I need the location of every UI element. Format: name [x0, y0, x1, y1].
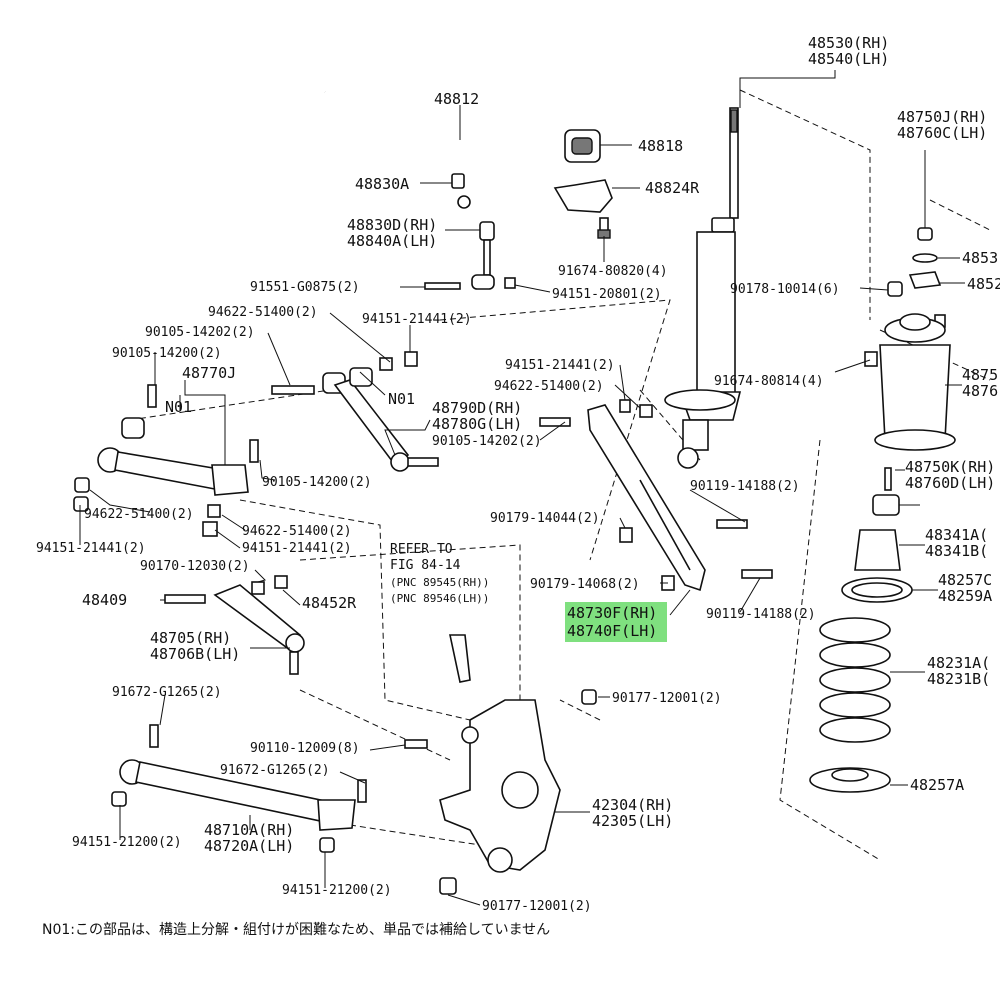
arm-48790d: [271, 351, 439, 472]
label-bolt-94151-20801[interactable]: 94151-20801(2): [552, 287, 662, 302]
label-strut-rh[interactable]: 48530(RH): [808, 34, 889, 52]
label-refer-4[interactable]: (PNC 89546(LH)): [390, 592, 489, 605]
part-labels: 48530(RH) 48540(LH) 48812 48818 48824R 4…: [36, 34, 1000, 914]
dashed-guide-lines: [129, 89, 991, 861]
lower-arm-48730f: [539, 399, 773, 592]
label-link-lh[interactable]: 48840A(LH): [347, 232, 437, 250]
label-stab-bolt[interactable]: 48830A: [355, 175, 409, 193]
label-nut-90177-b[interactable]: 90177-12001(2): [482, 899, 592, 914]
label-arm-48730f[interactable]: 48730F(RH): [567, 604, 657, 622]
label-bolt-90105-14200-a[interactable]: 90105-14200(2): [112, 346, 222, 361]
label-stabilizer-bar[interactable]: 48812: [434, 90, 479, 108]
label-arm-48720a[interactable]: 48720A(LH): [204, 837, 294, 855]
label-bolt-94622-51400-d[interactable]: 94622-51400(2): [242, 524, 352, 539]
label-part-48257c[interactable]: 48257C: [938, 571, 992, 589]
stabilizer-bracket: [553, 179, 613, 213]
label-link-rh[interactable]: 48830D(RH): [347, 216, 437, 234]
shock-absorber: [664, 107, 742, 469]
arm-48705: [164, 575, 305, 675]
label-bolt-90119-14188-a[interactable]: 90119-14188(2): [690, 479, 800, 494]
stabilizer-bushing: [564, 129, 601, 163]
label-arm-48705-rh[interactable]: 48705(RH): [150, 629, 231, 647]
leader-lines: [79, 70, 965, 906]
label-bolt-91674-80820[interactable]: 91674-80820(4): [558, 264, 668, 279]
stabilizer-nut: [451, 173, 465, 189]
label-bolt-94622-51400-c[interactable]: 94622-51400(2): [84, 507, 194, 522]
label-bolt-90119-14188-b[interactable]: 90119-14188(2): [706, 607, 816, 622]
label-bolt-90179-14068[interactable]: 90179-14068(2): [530, 577, 640, 592]
label-part-48409[interactable]: 48409: [82, 591, 127, 609]
label-nut-94151-21200-a[interactable]: 94151-21200(2): [72, 835, 182, 850]
spring-assembly: [809, 529, 913, 793]
label-nut-94151-21441-a[interactable]: 94151-21441(2): [362, 312, 472, 327]
label-part-4875[interactable]: 4875: [962, 366, 998, 384]
footnote-n01: N01:この部品は、構造上分解・組付けが困難なため、単品では補給していません: [42, 922, 550, 938]
label-bolt-90105-14202-b[interactable]: 90105-14202(2): [432, 434, 542, 449]
label-carrier-rh[interactable]: 42304(RH): [592, 796, 673, 814]
label-arm-48710a[interactable]: 48710A(RH): [204, 821, 294, 839]
axle-carrier: [404, 634, 597, 895]
bracket-bolt: [597, 217, 611, 239]
stabilizer-bar: [323, 90, 518, 209]
label-part-48760c[interactable]: 48760C(LH): [897, 124, 987, 142]
label-carrier-lh[interactable]: 42305(LH): [592, 812, 673, 830]
label-arm-48780g[interactable]: 48780G(LH): [432, 415, 522, 433]
label-bolt-91674-80814[interactable]: 91674-80814(4): [714, 374, 824, 389]
label-arm-48706b-lh[interactable]: 48706B(LH): [150, 645, 240, 663]
label-part-48259a[interactable]: 48259A: [938, 587, 992, 605]
label-spring-48231a[interactable]: 48231A(: [927, 654, 990, 672]
label-part-4876[interactable]: 4876: [962, 382, 998, 400]
label-nut-90177-a[interactable]: 90177-12001(2): [612, 691, 722, 706]
label-nut-94151-21441-c[interactable]: 94151-21441(2): [36, 541, 146, 556]
label-bolt-90110-12009[interactable]: 90110-12009(8): [250, 741, 360, 756]
label-part-4853[interactable]: 4853: [962, 249, 998, 267]
label-bolt-94622-51400-b[interactable]: 94622-51400(2): [494, 379, 604, 394]
label-bolt-90170-12030[interactable]: 90170-12030(2): [140, 559, 250, 574]
stabilizer-link: [424, 221, 516, 290]
label-arm-48790d[interactable]: 48790D(RH): [432, 399, 522, 417]
label-part-4852[interactable]: 4852: [967, 275, 1000, 293]
label-refer-3[interactable]: (PNC 89545(RH)): [390, 576, 489, 589]
label-n01-a[interactable]: N01: [165, 398, 192, 416]
label-part-48760d[interactable]: 48760D(LH): [905, 474, 995, 492]
label-part-48341b[interactable]: 48341B(: [925, 542, 988, 560]
label-bolt-90179-14044[interactable]: 90179-14044(2): [490, 511, 600, 526]
label-n01-b[interactable]: N01: [388, 390, 415, 408]
label-spring-48231b[interactable]: 48231B(: [927, 670, 990, 688]
label-nut-90178-10014[interactable]: 90178-10014(6): [730, 282, 840, 297]
label-refer-2[interactable]: FIG 84-14: [390, 558, 461, 573]
label-part-48750j[interactable]: 48750J(RH): [897, 108, 987, 126]
arm-48710a: [111, 724, 367, 853]
strut-upper-assembly: [864, 227, 956, 516]
label-bolt-90105-14200-b[interactable]: 90105-14200(2): [262, 475, 372, 490]
label-nut-91551[interactable]: 91551-G0875(2): [250, 280, 360, 295]
label-arm-48770j[interactable]: 48770J: [182, 364, 236, 382]
label-part-48452r[interactable]: 48452R: [302, 594, 357, 612]
arm-48770j: [73, 384, 259, 537]
label-bolt-91672-g1265-b[interactable]: 91672-G1265(2): [220, 763, 330, 778]
label-arm-48740f[interactable]: 48740F(LH): [567, 622, 657, 640]
label-part-48257a[interactable]: 48257A: [910, 776, 964, 794]
label-strut-lh[interactable]: 48540(LH): [808, 50, 889, 68]
label-bushing[interactable]: 48818: [638, 137, 683, 155]
label-nut-94151-21441-b[interactable]: 94151-21441(2): [505, 358, 615, 373]
label-bolt-94622-51400-a[interactable]: 94622-51400(2): [208, 305, 318, 320]
label-bracket[interactable]: 48824R: [645, 179, 700, 197]
label-nut-94151-21200-b[interactable]: 94151-21200(2): [282, 883, 392, 898]
label-nut-94151-21441-d[interactable]: 94151-21441(2): [242, 541, 352, 556]
label-part-48341a[interactable]: 48341A(: [925, 526, 988, 544]
label-refer-1[interactable]: REFER TO: [390, 542, 453, 557]
label-part-48750k[interactable]: 48750K(RH): [905, 458, 995, 476]
label-bolt-90105-14202-a[interactable]: 90105-14202(2): [145, 325, 255, 340]
label-bolt-91672-g1265-a[interactable]: 91672-G1265(2): [112, 685, 222, 700]
highlight-box: [565, 602, 667, 642]
